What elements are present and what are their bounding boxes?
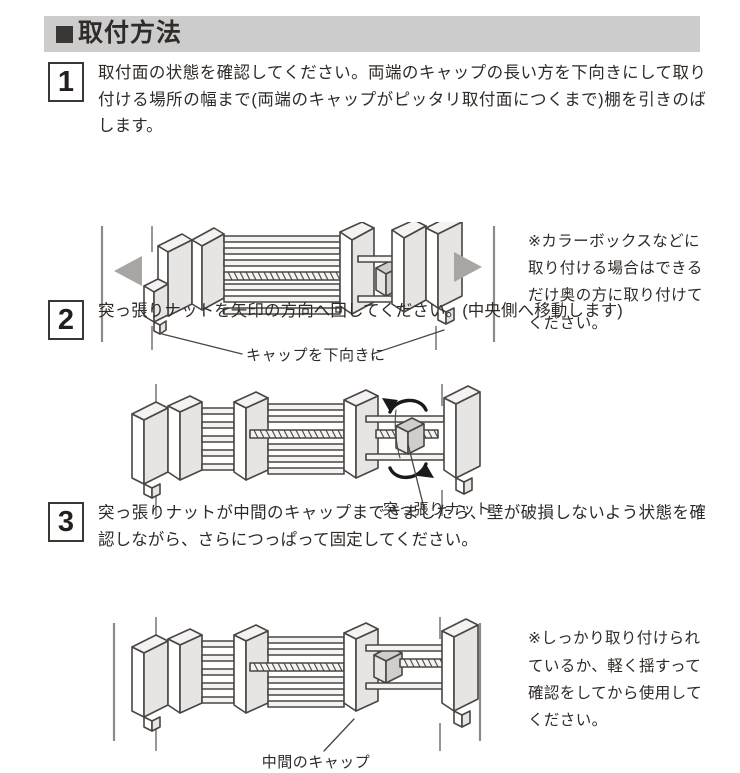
rotation-arrow-bottom [388,462,434,479]
left-inner-rail [191,227,225,311]
threaded-rod [223,271,349,281]
shelf-slats-left [201,640,235,705]
left-end-cap [143,233,193,335]
step-1-head: 1 取付面の状態を確認してください。両端のキャップの長い方を下向きにして取り付け… [0,60,740,140]
mid-divider-rail [233,391,269,481]
extend-arrow-left [114,256,142,287]
middle-cap [339,222,375,315]
shelf-slats-left [201,407,235,471]
step-1-text: 取付面の状態を確認してください。両端のキャップの長い方を下向きにして取り付ける場… [98,64,706,136]
extend-arrow-right [454,252,482,283]
left-end-cap [131,401,169,499]
tension-nut [373,646,403,685]
step-1-caption: キャップを下向きに [246,347,386,364]
right-end-cap [425,222,463,325]
section-header: 取付方法 [44,16,700,52]
step-3-caption-leader [323,718,355,753]
step-1-caption-leaders [161,329,445,355]
step-1: 1 取付面の状態を確認してください。両端のキャップの長い方を下向きにして取り付け… [0,60,740,364]
left-inner-rail [167,628,203,715]
right-end-cap [443,385,481,495]
step-2-illustration [108,384,508,534]
threaded-rod-left [249,662,345,673]
step-3-side-note: ※しっかり取り付けられているか、軽く揺すって確認をしてから使用してください。 [528,630,702,729]
instruction-page: 取付方法 1 取付面の状態を確認してください。両端のキャップの長い方を下向きにし… [0,16,740,772]
step-3-number: 3 [48,502,84,542]
extendable-shelf-extended-diagram: キャップを下向きに [100,222,496,364]
tensioned-shelf-diagram: 中間のキャップ [112,617,482,771]
right-inner-rail [391,222,427,313]
step-1-number: 1 [48,62,84,102]
left-end-cap [131,634,169,733]
step-2-head: 2 突っ張りナットを矢印の方向へ回してください。(中央側へ移動します) [0,298,740,340]
right-end-cap [441,618,479,729]
step-2-number: 2 [48,300,84,340]
page-title: 取付方法 [78,18,183,47]
shelf-slats-center [267,403,345,475]
step-3-head: 3 突っ張りナットが中間のキャップまできましたら、壁が破損しないよう状態を確認し… [0,500,740,553]
step-3: 3 突っ張りナットが中間のキャップまできましたら、壁が破損しないよう状態を確認し… [0,500,740,771]
left-inner-rail [167,395,203,481]
step-2: 2 突っ張りナットを矢印の方向へ回してください。(中央側へ移動します) [0,298,740,518]
step-1-illustration: キャップを下向きに [96,222,500,370]
step-2-text: 突っ張りナットを矢印の方向へ回してください。(中央側へ移動します) [98,302,623,320]
step-3-text: 突っ張りナットが中間のキャップまできましたら、壁が破損しないよう状態を確認しなが… [98,504,706,549]
middle-cap [343,389,379,479]
tension-nut [395,417,425,455]
middle-cap [343,622,379,713]
step-2-caption-leader [407,443,425,509]
filled-square-icon [56,25,73,43]
rotation-axis-line [394,409,401,459]
step-1-side-note: ※カラーボックスなどに取り付ける場合はできるだけ奥の方に取り付けてください。 [528,233,703,332]
step-3-caption: 中間のキャップ [262,754,371,771]
threaded-rod-left [249,429,345,439]
step-3-illustration: 中間のキャップ [108,615,508,773]
threaded-rod-right [399,658,449,669]
rotation-arrow-top [382,398,428,414]
step-2-caption: 突っ張りナット [383,501,491,518]
tension-nut-rotation-diagram [131,384,481,516]
shelf-slats-center [267,636,345,709]
